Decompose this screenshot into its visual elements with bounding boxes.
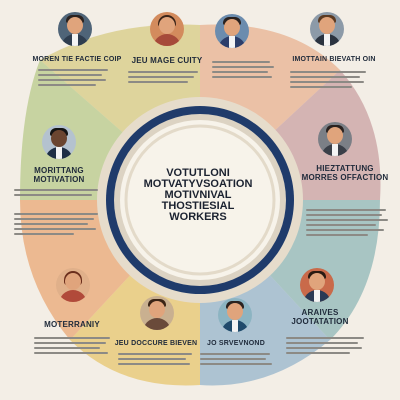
- face-icon: [67, 17, 83, 34]
- avatar-node-2: [150, 12, 184, 46]
- node-2-label: JEU MAGE CUITY: [131, 56, 203, 65]
- center-line-2: MOTVATYVSOATION: [143, 178, 253, 190]
- center-line-3: MOTIVNIVAL: [164, 189, 232, 201]
- node-8-text-lines: [118, 350, 194, 368]
- avatar-node-7: [56, 268, 90, 302]
- face-icon: [51, 130, 67, 147]
- inner-accent: [124, 124, 276, 276]
- center-title: VOTUTLONI MOTVATYVSOATION MOTIVNIVAL THO…: [128, 168, 268, 223]
- node-6-label-line-2: MORRES OFFACTION: [301, 173, 389, 182]
- node-8-label: JEU DOCCURE BIEVEN: [114, 340, 198, 347]
- avatar-node-5: [42, 125, 76, 159]
- avatar-node-9: [218, 298, 252, 332]
- node-3-text-lines: [212, 58, 274, 81]
- center-line-1: VOTUTLONI: [166, 167, 230, 179]
- avatar-node-3: [215, 14, 249, 48]
- node-5-text-lines: [14, 186, 100, 199]
- center-line-5: WORKERS: [169, 211, 227, 223]
- face-icon: [319, 17, 335, 34]
- node-6-text-lines: [306, 206, 388, 239]
- node-7-text-lines: [34, 334, 112, 357]
- node-6-label-line-1: HIEZTATTUNG: [316, 164, 374, 173]
- node-5-label-line-2: MOTIVATION: [33, 175, 85, 184]
- avatar-node-6: [318, 122, 352, 156]
- node-1-label: MOREN TIE FACTIE COIP: [32, 56, 122, 63]
- node-10-text-lines: [286, 334, 366, 357]
- face-icon: [224, 19, 240, 36]
- node-5-label-line-1: MORITTANG: [34, 166, 84, 175]
- node-5-label: MORITTANG MOTIVATION: [18, 166, 100, 184]
- center-line-4: THOSTIESIAL: [161, 200, 235, 212]
- face-icon: [327, 127, 343, 144]
- avatar-node-1: [58, 12, 92, 46]
- node-5-text-lines-lower: [14, 210, 100, 238]
- face-icon: [159, 17, 175, 34]
- face-icon: [227, 303, 243, 320]
- face-icon: [309, 273, 325, 290]
- face-icon: [149, 301, 165, 318]
- node-10-label-line-2: JOOTATATION: [291, 317, 349, 326]
- node-1-text-lines: [38, 66, 110, 89]
- node-4-label: IMOTTAIN BIEVATH OIN: [292, 56, 376, 63]
- node-9-text-lines: [200, 350, 272, 368]
- node-4-text-lines: [290, 68, 370, 91]
- node-9-label: JO SRVEVNOND: [207, 340, 265, 347]
- avatar-node-4: [310, 12, 344, 46]
- avatar-node-10: [300, 268, 334, 302]
- node-6-label: HIEZTATTUNG MORRES OFFACTION: [298, 164, 392, 182]
- node-10-label-line-1: ARAIVES: [301, 308, 339, 317]
- face-icon: [65, 273, 81, 290]
- inner-disc: [120, 120, 280, 280]
- node-2-text-lines: [128, 68, 200, 86]
- avatar-node-8: [140, 296, 174, 330]
- node-7-label: MOTERRANIY: [44, 320, 100, 329]
- node-10-label: ARAIVES JOOTATATION: [280, 308, 360, 326]
